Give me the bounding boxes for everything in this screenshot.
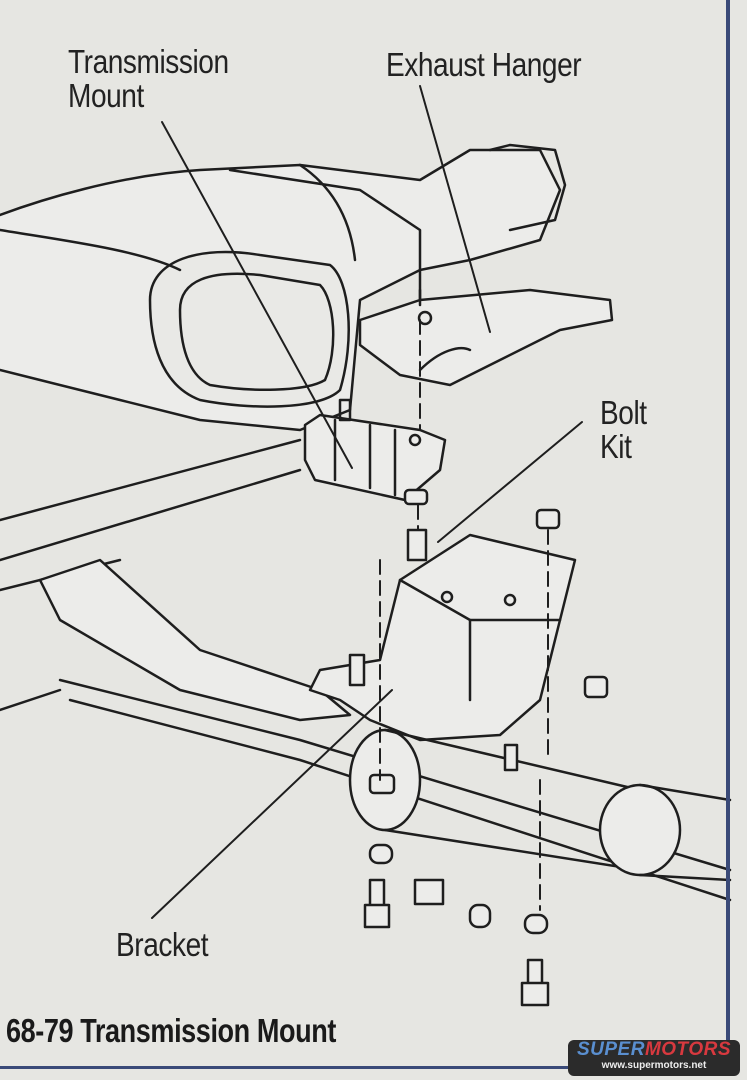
bolt-kit-parts — [348, 488, 609, 1007]
logo-wordmark: SUPERMOTORS — [568, 1040, 740, 1060]
leader-exhaust-hanger — [419, 85, 491, 333]
bracket-part — [308, 533, 577, 742]
leader-transmission-mount — [161, 121, 353, 469]
label-transmission-mount: Transmission Mount — [68, 45, 229, 113]
leader-lines — [151, 85, 583, 919]
alignment-lines — [379, 319, 549, 911]
label-bolt-kit: Bolt Kit — [600, 396, 647, 464]
page-border-bottom — [0, 1066, 730, 1069]
page-border-right — [726, 0, 730, 1072]
frame-rails — [0, 438, 732, 902]
label-line-1: Bolt — [600, 394, 647, 431]
label-line-2: Mount — [68, 77, 144, 114]
logo-url: www.supermotors.net — [601, 1060, 707, 1071]
label-exhaust-hanger: Exhaust Hanger — [386, 46, 582, 83]
watermark-logo: SUPERMOTORS www.supermotors.net — [568, 1040, 740, 1076]
label-line-1: Transmission — [68, 43, 229, 80]
label-line-2: Kit — [600, 428, 632, 465]
leader-bolt-kit — [437, 421, 583, 543]
logo-brand-b: MOTORS — [644, 1039, 731, 1060]
figure-caption: 68-79 Transmission Mount — [6, 1012, 336, 1049]
exhaust-hanger-part — [358, 288, 614, 387]
logo-brand-a: SUPER — [576, 1039, 645, 1060]
transmission-mount-part — [303, 398, 447, 502]
label-bracket: Bracket — [116, 926, 209, 963]
leader-bracket — [151, 689, 393, 919]
transmission-housing — [0, 143, 567, 432]
